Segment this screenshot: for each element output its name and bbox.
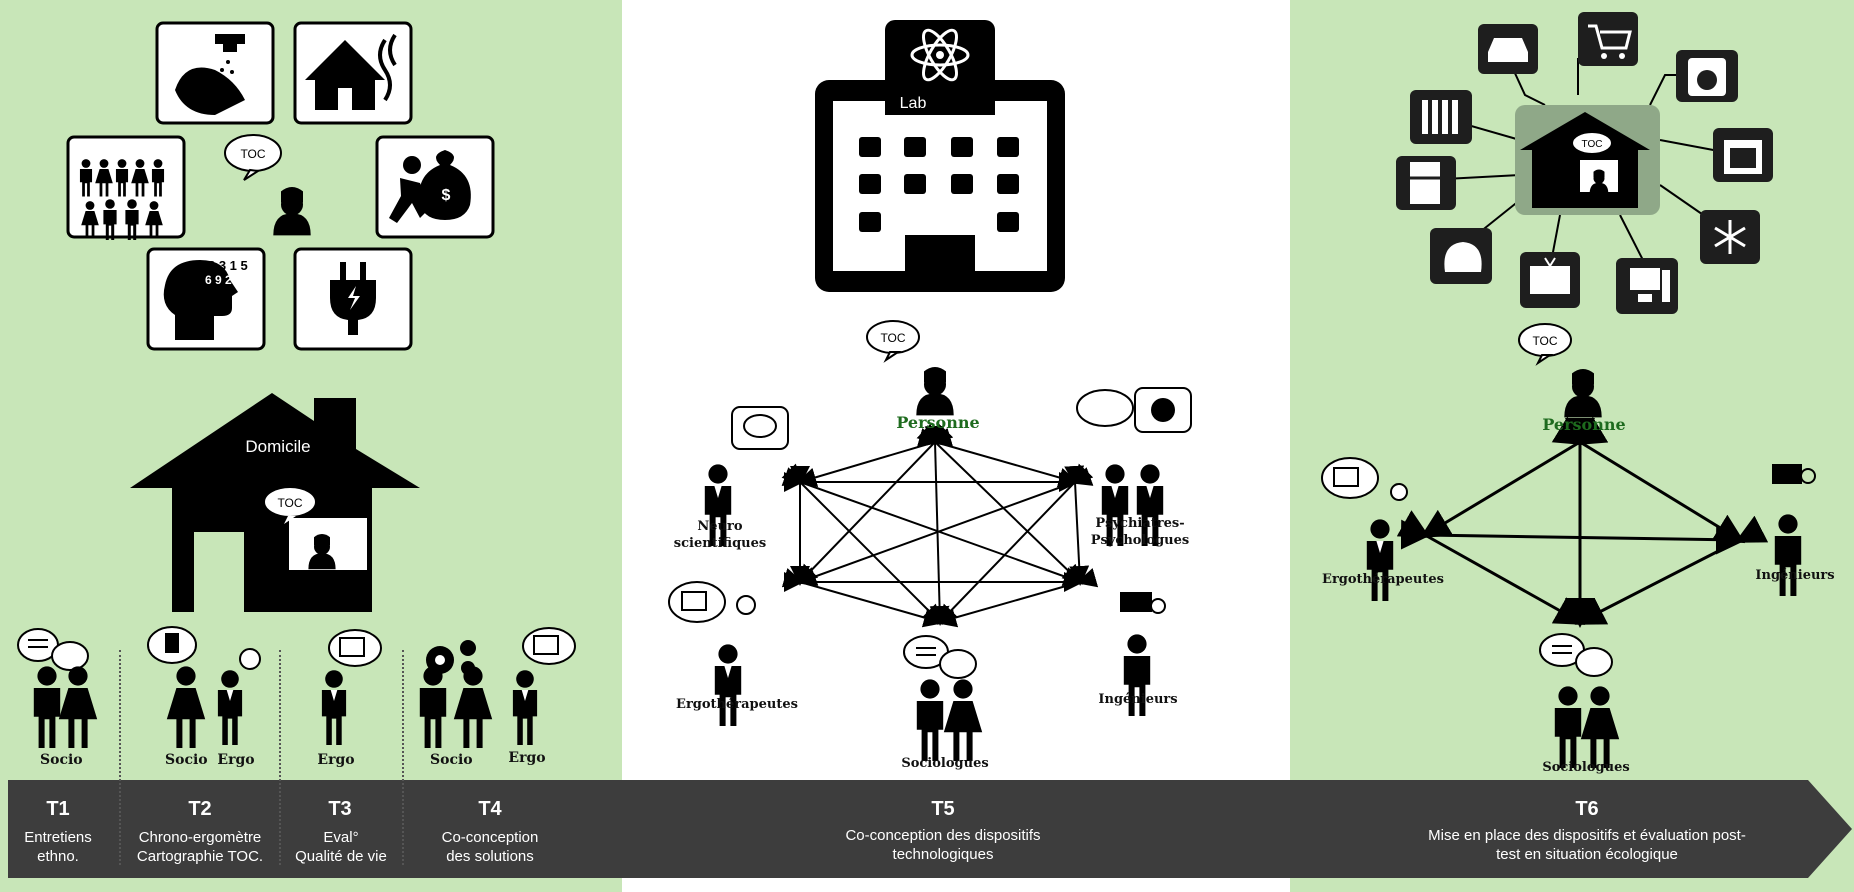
person-label: Personne <box>896 413 980 432</box>
timeline-code-t2: T2 <box>188 798 212 820</box>
hand-washing-icon <box>155 21 275 125</box>
socio-label: Socio <box>165 752 208 768</box>
speech-label: TOC <box>1582 139 1603 150</box>
timeline-desc-t6: Mise en place des dispositifs et évaluat… <box>1428 827 1746 863</box>
svg-text:8 3 1 5: 8 3 1 5 <box>208 258 248 273</box>
lab-ergo-label: Ergothérapeutes <box>676 697 798 712</box>
socio-team-t1 <box>17 628 98 748</box>
timeline-code-t4: T4 <box>478 798 502 820</box>
cart-icon <box>1578 12 1638 66</box>
lab-engineer-figure <box>1120 592 1166 716</box>
home-house-icon <box>130 393 420 612</box>
computer-icon <box>1616 258 1678 314</box>
timeline-code-t1: T1 <box>46 798 70 820</box>
ergo-label: Ergo <box>508 750 546 766</box>
speech-label: TOC <box>240 147 265 161</box>
lab-ing-label: Ingénieurs <box>1098 692 1178 707</box>
snowflake-icon <box>1700 210 1760 264</box>
svg-text:$: $ <box>442 187 451 204</box>
speech-label: TOC <box>1532 334 1557 348</box>
socio-ergo-team-t4 <box>419 627 576 748</box>
psy-label: Psychiatres- Psychologues <box>1090 516 1190 548</box>
right-ergo-label: Ergothérapeutes <box>1322 572 1444 587</box>
lab-building-icon <box>815 20 1065 292</box>
phase-divider <box>279 650 281 865</box>
radiator-icon <box>1410 90 1472 144</box>
ergo-team-t3 <box>321 629 382 745</box>
phase-divider <box>119 650 121 865</box>
smart-home-house-icon <box>1515 105 1660 215</box>
right-person-figure <box>1518 323 1602 418</box>
timeline-code-t3: T3 <box>328 798 352 820</box>
burning-house-icon <box>293 21 413 125</box>
washing-machine-icon <box>1676 50 1738 102</box>
timeline-bar <box>8 780 1852 878</box>
lab-label: Lab <box>900 95 927 112</box>
lab-ergo-figure <box>668 581 756 726</box>
timeline-desc-t4: Co-conception des solutions <box>441 829 539 865</box>
right-socio-label: Sociologues <box>1542 760 1630 775</box>
crowd-icon <box>66 135 186 240</box>
plug-icon <box>293 247 413 351</box>
tv-icon <box>1520 252 1580 308</box>
right-socio-figure <box>1539 633 1620 768</box>
right-ergo-figure <box>1321 457 1408 601</box>
right-engineer-figure <box>1772 464 1816 596</box>
numbers-head-icon: 8 3 1 5 6 9 2 4 7 <box>146 247 266 351</box>
lab-collaboration-network <box>781 423 1099 628</box>
speech-label: TOC <box>880 331 905 345</box>
neuro-scientist-figure <box>704 406 789 546</box>
ergo-label: Ergo <box>317 752 355 768</box>
psychiatrist-figure <box>1076 387 1192 546</box>
timeline-code-t5: T5 <box>931 798 955 820</box>
home-label: Domicile <box>245 437 310 456</box>
speech-label: TOC <box>277 496 302 510</box>
timeline-desc-t3: Eval° Qualité de vie <box>295 829 387 865</box>
right-ing-label: Ingénieurs <box>1755 568 1835 583</box>
phase-divider <box>402 650 404 865</box>
timeline-desc-t1: Entretiens ethno. <box>24 829 92 865</box>
socio-label: Socio <box>40 752 83 768</box>
svg-text:4 7: 4 7 <box>215 286 233 301</box>
timeline-code-t6: T6 <box>1575 798 1599 820</box>
timeline-desc-t2: Chrono-ergomètre Cartographie TOC. <box>136 829 264 865</box>
toc-patient-figure <box>224 134 311 236</box>
fridge-icon <box>1396 156 1456 210</box>
smart-home-collaboration-network <box>1396 416 1769 628</box>
car-icon <box>1478 24 1538 74</box>
socio-label: Socio <box>430 752 473 768</box>
oven-icon <box>1713 128 1773 182</box>
thief-money-icon: $ <box>375 135 495 239</box>
lab-socio-label: Sociologues <box>901 756 989 771</box>
lab-person-figure <box>866 320 954 416</box>
kettle-icon <box>1430 228 1492 284</box>
socio-ergo-team-t2 <box>147 626 261 748</box>
neuro-label: Neuro scientifiques <box>673 519 767 551</box>
person-label: Personne <box>1542 415 1626 434</box>
ergo-label: Ergo <box>217 752 255 768</box>
svg-text:6 9 2: 6 9 2 <box>205 273 232 287</box>
timeline-desc-t5: Co-conception des dispositifs technologi… <box>845 827 1041 863</box>
lab-socio-figure <box>903 635 983 761</box>
